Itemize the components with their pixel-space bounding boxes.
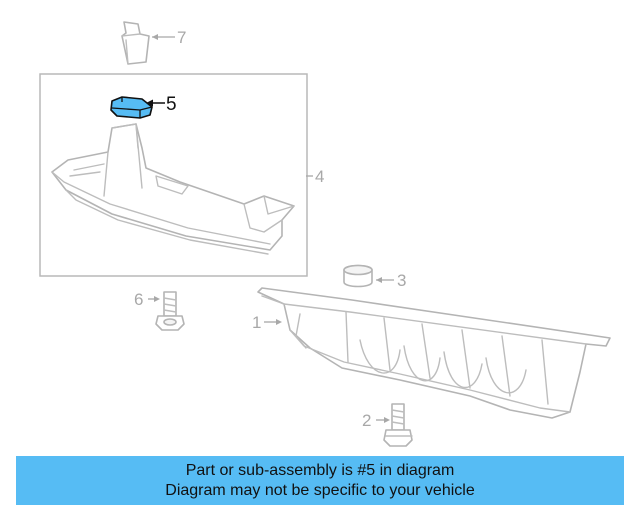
callout-4: 4 [315, 167, 324, 186]
callout-7: 7 [177, 28, 186, 47]
part-3-plug[interactable] [343, 264, 373, 288]
callout-2: 2 [362, 411, 371, 430]
callout-1: 1 [252, 313, 261, 332]
part-1-pan[interactable] [257, 287, 611, 419]
callout-6: 6 [134, 290, 143, 309]
callout-3: 3 [397, 271, 406, 290]
part-4-filter[interactable] [51, 123, 295, 255]
sub-assembly-box [39, 73, 308, 277]
banner-part-line: Part or sub-assembly is #5 in diagram [185, 461, 455, 479]
part-7-clip[interactable] [121, 21, 150, 65]
part-5-seal[interactable] [110, 96, 153, 119]
banner-disclaimer-line: Diagram may not be specific to your vehi… [165, 481, 475, 499]
callout-5: 5 [166, 94, 177, 115]
part-6-bolt[interactable] [155, 291, 185, 331]
part-2-bolt[interactable] [383, 403, 413, 447]
info-banner: Part or sub-assembly is #5 in diagram Di… [16, 456, 624, 505]
